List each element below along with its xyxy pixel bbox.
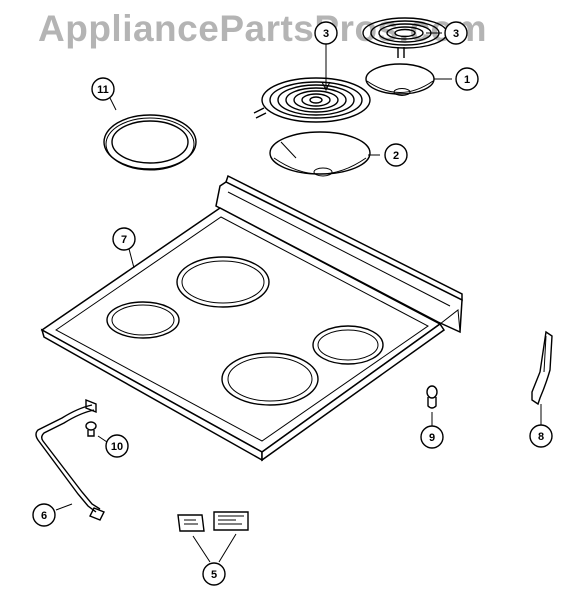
callout-2: 2 xyxy=(384,143,408,167)
callout-11-label: 11 xyxy=(97,84,109,96)
large-surface-element xyxy=(253,77,371,123)
bracket xyxy=(531,330,553,406)
callout-10: 10 xyxy=(105,434,129,458)
large-drip-pan xyxy=(269,131,371,177)
callout-8: 8 xyxy=(529,424,553,448)
wire-conduit xyxy=(35,398,105,521)
trim-ring xyxy=(103,114,197,171)
cooktop-panel xyxy=(40,174,463,462)
callout-7: 7 xyxy=(112,227,136,251)
callout-1-label: 1 xyxy=(464,74,470,86)
callout-5: 5 xyxy=(202,562,226,586)
small-drip-pan xyxy=(365,63,435,96)
callout-10-label: 10 xyxy=(111,441,123,453)
labels-kit xyxy=(177,511,249,532)
leader-lines xyxy=(55,32,542,563)
screw xyxy=(85,421,97,437)
callout-3-label: 3 xyxy=(323,28,329,40)
callout-1: 1 xyxy=(455,67,479,91)
callout-9-label: 9 xyxy=(429,432,435,444)
callout-9: 9 xyxy=(420,425,444,449)
callout-6: 6 xyxy=(32,503,56,527)
callout-3-large: 3 xyxy=(314,21,338,45)
callout-2-label: 2 xyxy=(393,150,399,162)
callout-3-small: 3 xyxy=(444,21,468,45)
callout-3b-label: 3 xyxy=(453,28,459,40)
cooktop-burner-openings xyxy=(106,256,384,406)
small-surface-element xyxy=(362,17,448,58)
callout-7-label: 7 xyxy=(121,234,127,246)
callout-6-label: 6 xyxy=(41,510,47,522)
callout-8-label: 8 xyxy=(538,431,544,443)
callout-5-label: 5 xyxy=(211,569,217,581)
clip xyxy=(426,385,438,409)
callout-11: 11 xyxy=(91,77,115,101)
